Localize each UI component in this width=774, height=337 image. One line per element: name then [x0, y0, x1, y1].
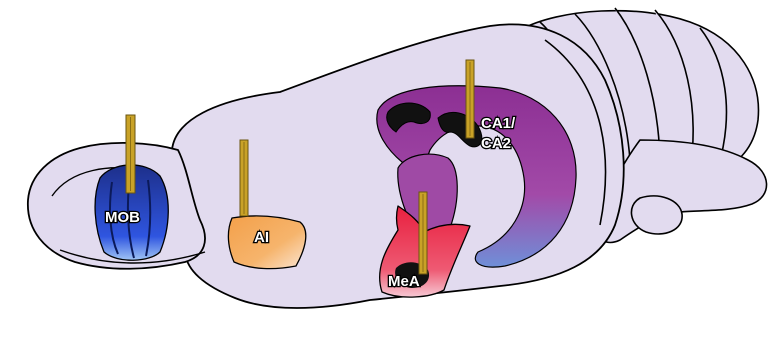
electrode-mob — [126, 115, 135, 193]
label-ca-line1: CA1/ — [481, 115, 516, 132]
electrode-mea — [419, 192, 427, 274]
label-ca-line2: CA2 — [481, 135, 511, 152]
electrode-ai — [240, 140, 248, 216]
label-ai: AI — [254, 229, 269, 246]
label-mob: MOB — [105, 209, 140, 226]
label-mea: MeA — [388, 273, 420, 290]
electrode-ca — [466, 60, 474, 138]
pons-bulge — [631, 196, 682, 234]
